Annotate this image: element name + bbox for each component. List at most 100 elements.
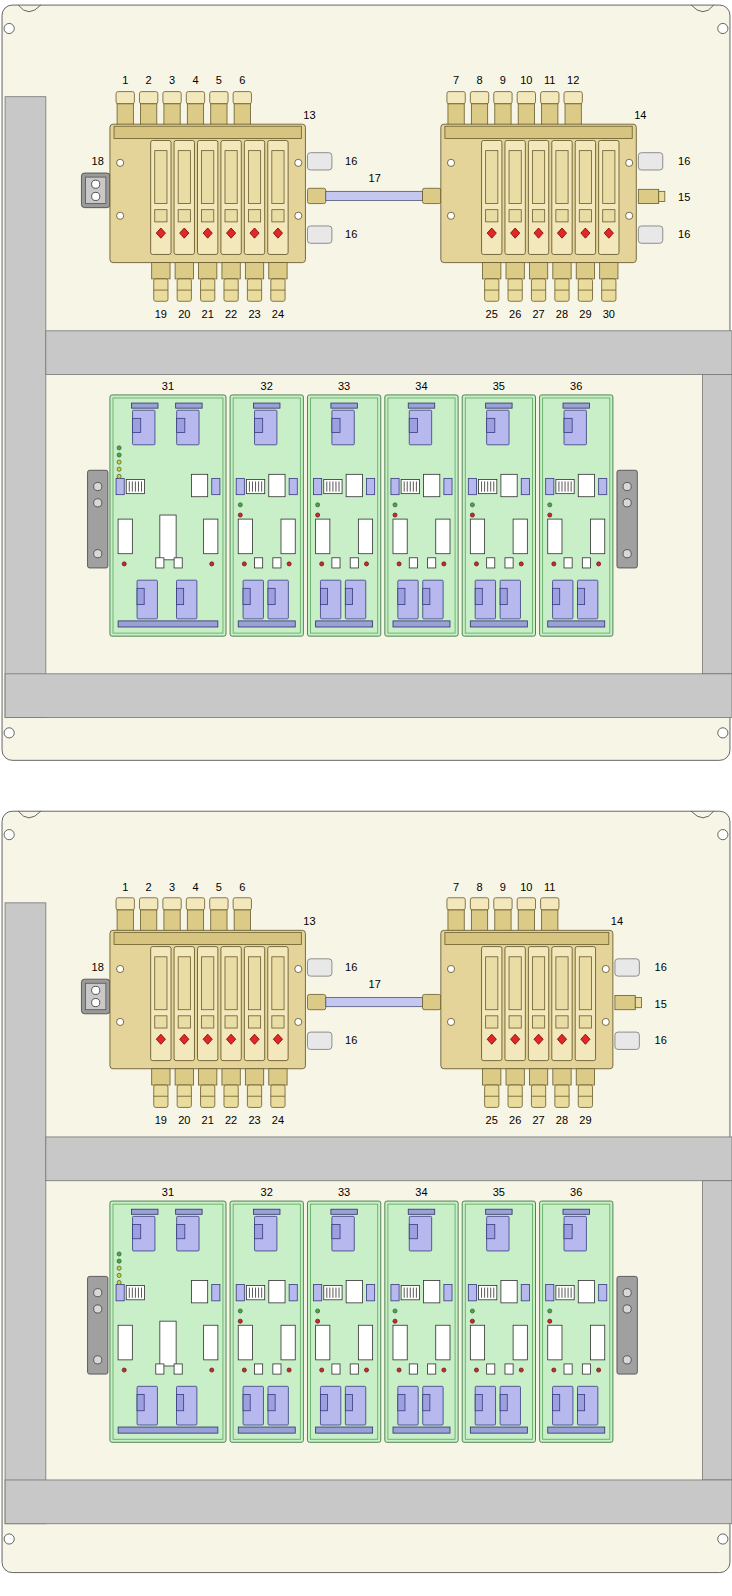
relay (243, 580, 263, 619)
relay-part (177, 1224, 185, 1238)
push-in-fitting (578, 1085, 592, 1107)
solenoid-valve (198, 947, 218, 1061)
status-led (552, 1368, 556, 1372)
relay-part (268, 588, 275, 604)
pin-line (258, 481, 259, 491)
valve-cap (202, 1016, 214, 1028)
relay (177, 410, 199, 445)
capacitor (314, 1285, 322, 1301)
status-led (117, 460, 121, 464)
clamp-screw (623, 1289, 631, 1297)
solenoid-valve (244, 947, 264, 1061)
valve-indicator (581, 1034, 590, 1044)
relay-part (398, 588, 405, 604)
capacitor (391, 478, 399, 494)
status-led (117, 1266, 121, 1270)
module-border (113, 1204, 223, 1439)
clamp-screw (94, 499, 102, 507)
status-led (287, 1368, 291, 1372)
io-module (307, 1201, 380, 1442)
status-led (242, 1368, 246, 1372)
connector-pin (92, 180, 100, 188)
relay-part (564, 1224, 572, 1238)
valve-cap (486, 1016, 498, 1028)
relay-part (137, 588, 144, 604)
callout-number: 34 (415, 1186, 427, 1198)
pin-line (490, 481, 491, 491)
valve-cap (248, 210, 260, 222)
callout-number: 36 (570, 1186, 582, 1198)
valve-manifold (441, 930, 613, 1068)
pin-line (129, 481, 130, 491)
push-in-fitting (471, 104, 487, 126)
valve-coil (532, 957, 544, 1010)
callout-number: 16 (345, 961, 357, 973)
plate-ear (691, 5, 713, 12)
callout-number: 26 (509, 1114, 521, 1126)
valve-coil (155, 151, 167, 204)
solenoid-valve (221, 947, 241, 1061)
relay-part (577, 1394, 584, 1410)
relay (409, 410, 431, 445)
callout-number: 7 (453, 74, 459, 86)
manifold-port-strip (114, 932, 301, 944)
push-in-fitting (116, 898, 134, 910)
push-in-fitting (164, 104, 180, 126)
push-in-fitting (483, 1069, 501, 1085)
push-in-fitting (234, 910, 250, 932)
relay (268, 580, 288, 619)
callout-number: 14 (611, 915, 623, 927)
pin-header (556, 1286, 574, 1300)
terminal-strip (238, 1427, 295, 1433)
solenoid-valve (174, 947, 194, 1061)
push-in-fitting (269, 1069, 287, 1085)
callout-number: 19 (155, 308, 167, 320)
component (548, 1325, 562, 1360)
callout-number: 17 (369, 172, 381, 184)
valve-cap (272, 1016, 284, 1028)
pin-line (413, 481, 414, 491)
component (501, 474, 517, 496)
push-in-fitting (483, 263, 501, 279)
push-in-fitting (494, 92, 512, 104)
callout-number: 6 (239, 74, 245, 86)
callout-number: 30 (603, 308, 615, 320)
status-led (470, 513, 474, 517)
relay-part (577, 588, 584, 604)
pin-line (487, 481, 488, 491)
status-led (519, 562, 523, 566)
callout-number: 34 (415, 380, 427, 392)
pin-header (324, 479, 342, 493)
valve-manifold (110, 930, 305, 1068)
manifold-screw (626, 212, 633, 219)
status-led (397, 562, 401, 566)
silencer (638, 153, 662, 170)
valve-cap (486, 210, 498, 222)
valve-indicator (273, 228, 282, 238)
push-in-fitting (470, 92, 488, 104)
valve-indicator (156, 1034, 165, 1044)
valve-cap (556, 210, 568, 222)
relay (577, 1386, 597, 1425)
manifold-port-strip (114, 126, 301, 138)
callout-number: 8 (476, 74, 482, 86)
mounting-hole (4, 23, 14, 33)
valve-indicator (487, 228, 496, 238)
component (316, 519, 330, 554)
component (255, 558, 263, 568)
push-in-fitting (447, 898, 465, 910)
component (470, 1325, 484, 1360)
push-in-fitting (245, 263, 263, 279)
relay-part (475, 588, 482, 604)
push-in-fitting (139, 898, 157, 910)
component (118, 519, 132, 554)
component (273, 1364, 281, 1374)
capacitor (444, 478, 452, 494)
push-in-fitting (187, 104, 203, 126)
relay (345, 1386, 365, 1425)
component (346, 474, 362, 496)
valve-indicator (203, 228, 212, 238)
status-led (287, 562, 291, 566)
